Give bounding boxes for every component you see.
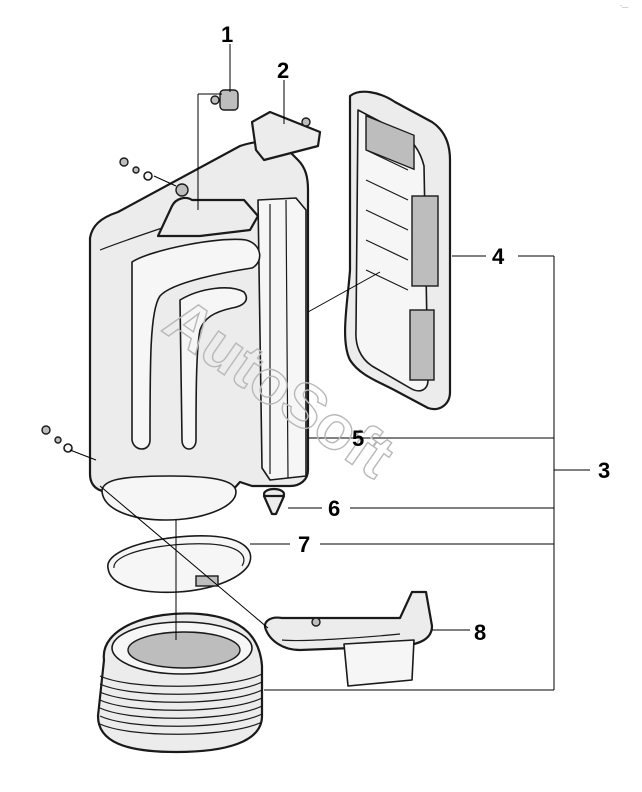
corner-mark: ᵔ— bbox=[620, 5, 628, 11]
callout-3: 3 bbox=[598, 458, 610, 483]
callout-7: 7 bbox=[298, 532, 310, 557]
callout-1: 1 bbox=[221, 22, 233, 47]
part-4-intake-cover bbox=[344, 90, 452, 411]
part-2-mount-bracket bbox=[250, 110, 322, 162]
air-filter-housing bbox=[88, 140, 310, 521]
corrugated-hose bbox=[96, 612, 264, 754]
callout-5: 5 bbox=[352, 426, 364, 451]
cover-slots-top bbox=[365, 114, 439, 381]
leader-lines bbox=[69, 44, 590, 691]
callout-2: 2 bbox=[277, 58, 289, 83]
part-8-support-bracket bbox=[263, 590, 434, 687]
part-6-drain-valve bbox=[262, 487, 286, 516]
callout-8: 8 bbox=[474, 620, 486, 645]
callout-4: 4 bbox=[492, 244, 505, 269]
part-7-hose-clamp bbox=[107, 535, 252, 594]
part-1-rubber-mount bbox=[210, 89, 239, 111]
callout-6: 6 bbox=[328, 496, 340, 521]
bolt-hole bbox=[175, 183, 189, 197]
